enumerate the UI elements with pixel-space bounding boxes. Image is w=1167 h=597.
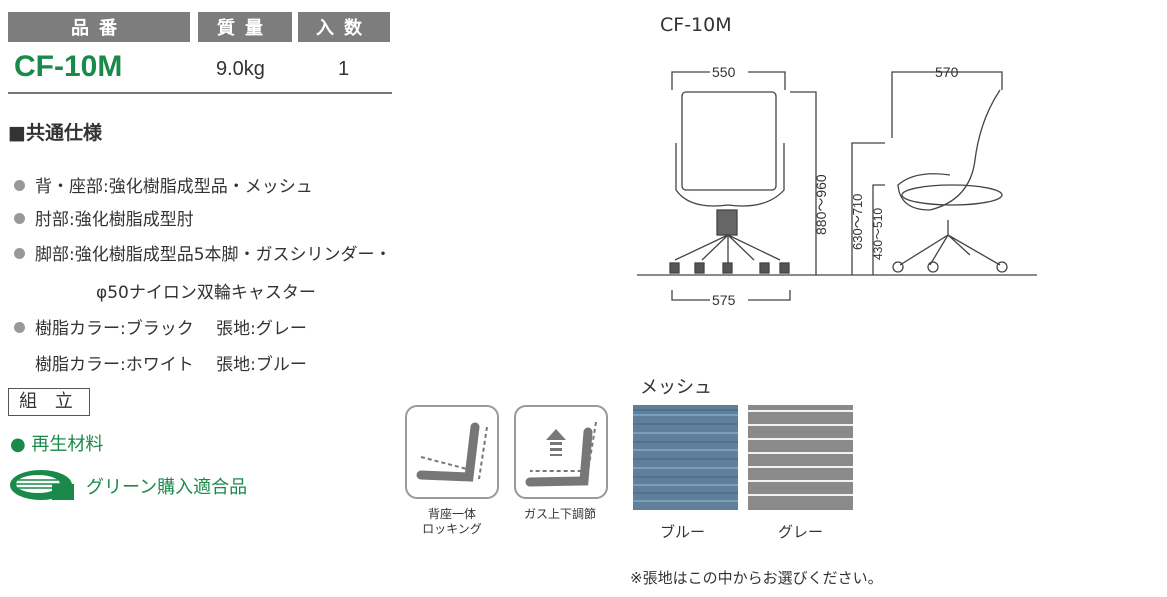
dim-total-height: 880～960 [813, 174, 829, 235]
spec-text: 樹脂カラー:ブラック 張地:グレー [35, 319, 307, 339]
feature-label: 背座一体 [427, 507, 476, 521]
green-purchase-label: グリーン購入適合品 [86, 477, 248, 498]
dim-seat-height: 430～510 [871, 208, 885, 260]
recycled-material: ● 再生材料 [10, 434, 104, 455]
header-weight: 質量 [198, 12, 292, 42]
green-purchase-logo-icon [10, 470, 74, 500]
rocking-feature-icon [405, 405, 499, 499]
quantity-value: 1 [338, 58, 350, 80]
spec-item: 樹脂カラー:ホワイト 張地:ブルー [35, 355, 307, 375]
model-number: CF-10M [14, 50, 123, 83]
feature-label: ロッキング [422, 522, 482, 536]
dim-base-width: 575 [712, 292, 736, 308]
spec-item: 肘部:強化樹脂成型肘 [14, 205, 194, 230]
dim-front-width: 550 [712, 64, 736, 80]
spec-text: 脚部:強化樹脂成型品5本脚・ガスシリンダー・ [35, 245, 392, 265]
spec-item: 脚部:強化樹脂成型品5本脚・ガスシリンダー・ [14, 240, 392, 265]
spec-item: φ50ナイロン双輪キャスター [96, 283, 316, 303]
swatch-blue[interactable] [633, 405, 738, 510]
bullet-icon [14, 248, 25, 259]
chair-dimension-diagram: 550 575 570 880～960 630～710 430～510 [637, 64, 1037, 308]
swatch-gray[interactable] [748, 405, 853, 510]
swatch-blue-label: ブルー [660, 523, 706, 541]
spec-text: 肘部:強化樹脂成型肘 [35, 210, 194, 230]
swatch-gray-label: グレー [778, 523, 824, 541]
rocking-label: 背座一体ロッキング [405, 507, 499, 537]
header-product-number: 品番 [8, 12, 190, 42]
dim-arm-height: 630～710 [850, 194, 865, 250]
common-spec-title: ■共通仕様 [8, 122, 102, 144]
gas-lift-label: ガス上下調節 [523, 507, 596, 521]
diagram-title: CF-10M [660, 14, 732, 36]
gas-lift-feature-icon [514, 405, 608, 499]
spec-text: 背・座部:強化樹脂成型品・メッシュ [35, 177, 313, 197]
bullet-icon [14, 322, 25, 333]
fabric-note: ※張地はこの中からお選びください。 [630, 569, 883, 587]
header-quantity: 入数 [298, 12, 390, 42]
spec-item: 樹脂カラー:ブラック 張地:グレー [14, 314, 307, 339]
bullet-icon [14, 213, 25, 224]
spec-item: 背・座部:強化樹脂成型品・メッシュ [14, 172, 313, 197]
fabric-title: メッシュ [640, 377, 712, 398]
assembly-badge: 組 立 [8, 388, 90, 416]
bullet-icon [14, 180, 25, 191]
weight-value: 9.0kg [216, 58, 265, 80]
dim-side-depth: 570 [935, 64, 959, 80]
divider [8, 92, 392, 94]
